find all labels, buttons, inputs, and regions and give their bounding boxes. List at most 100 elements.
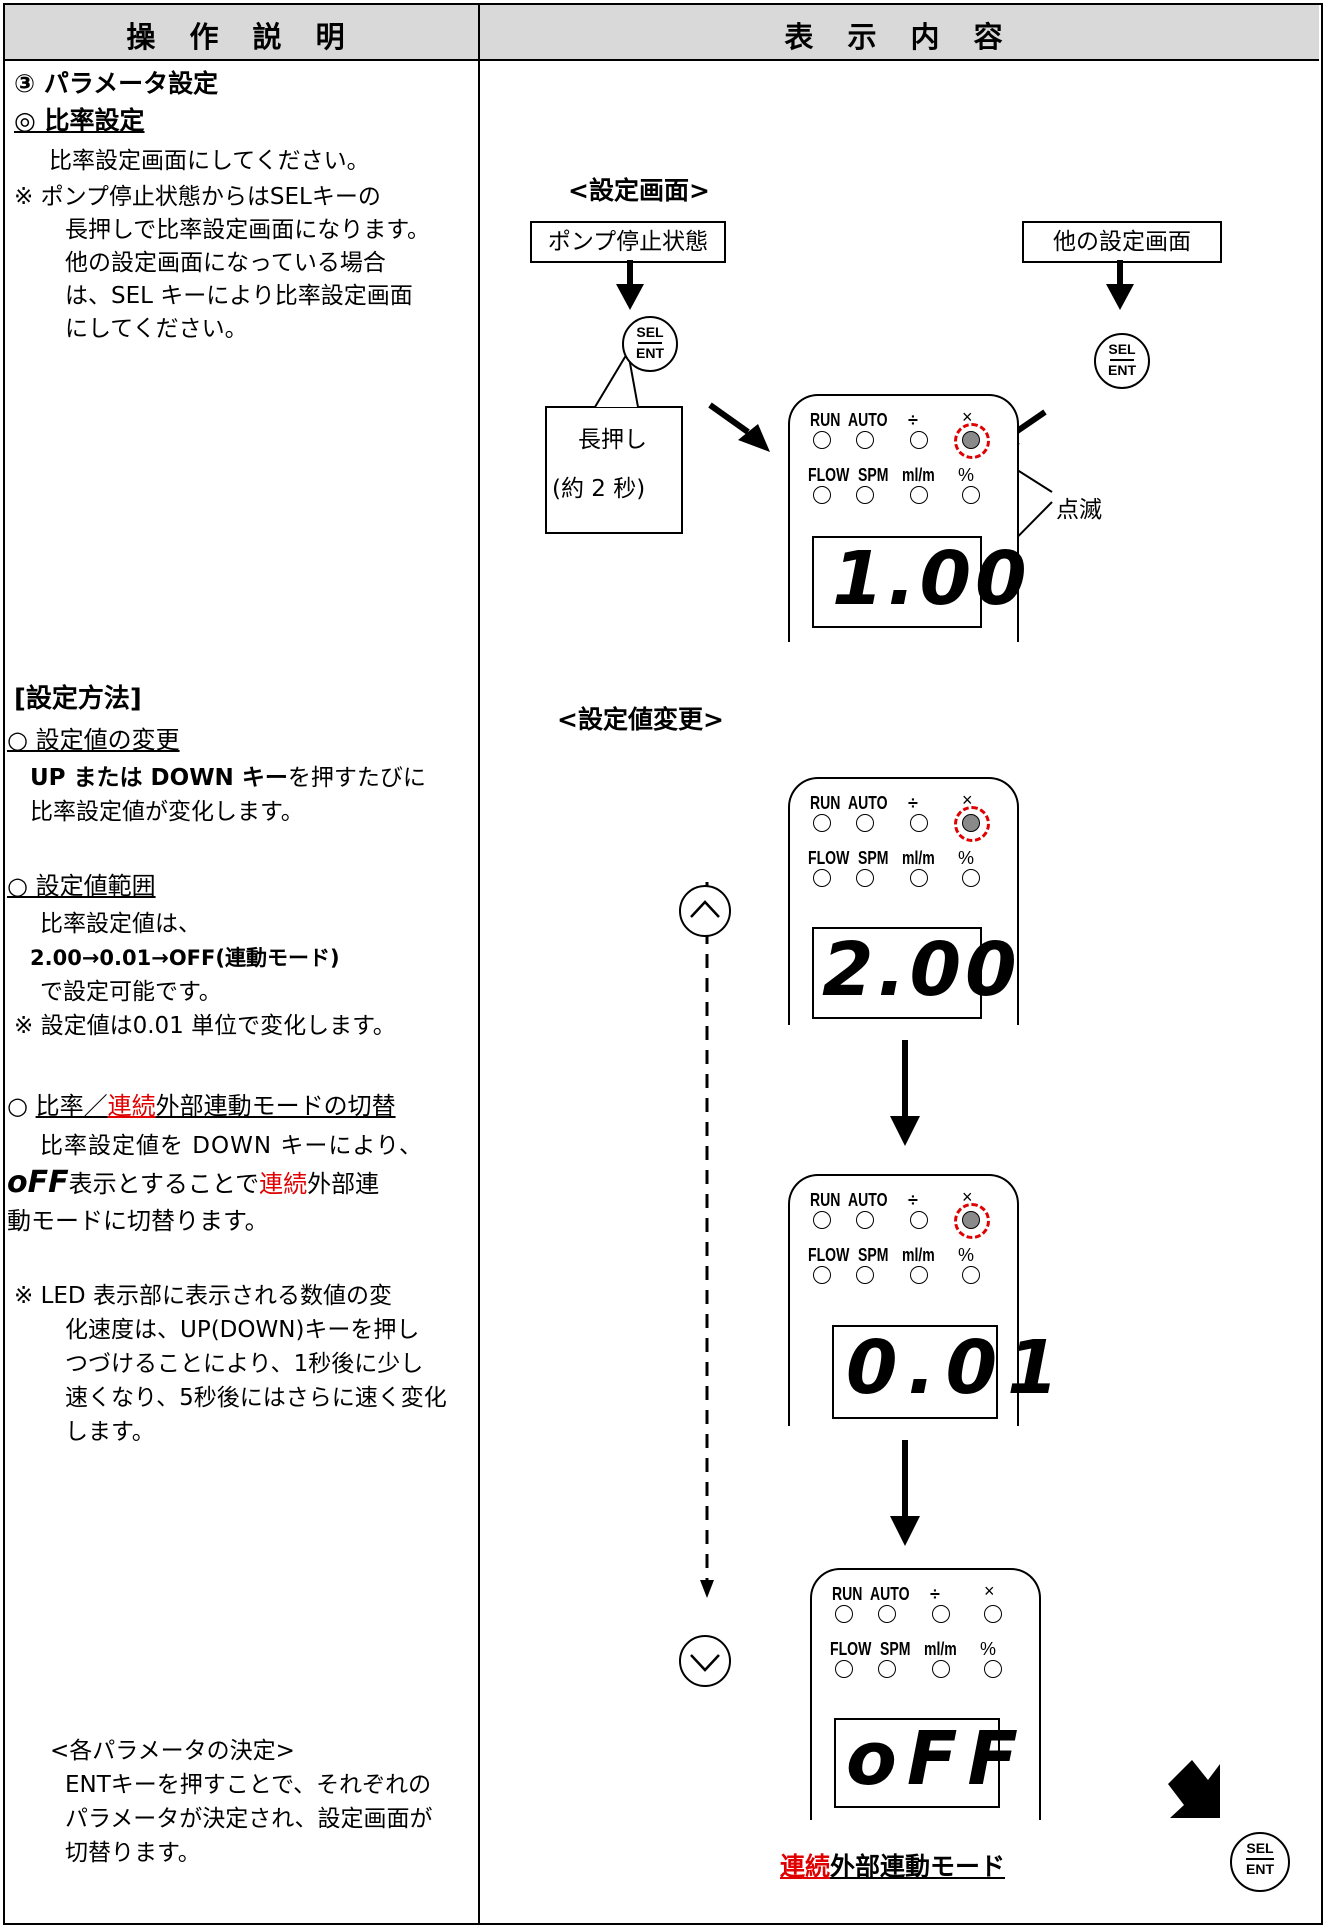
dashed-arrow <box>700 882 714 1598</box>
setting-screen-title: <設定画面> <box>568 176 710 205</box>
label-auto: AUTO <box>848 1190 888 1210</box>
key-top-label: SEL <box>636 324 664 340</box>
change-desc-line2: 比率設定値が変化します。 <box>30 799 304 825</box>
led-run <box>813 1211 831 1229</box>
switch-title-b: 外部連動モードの切替 <box>155 1092 396 1120</box>
led-auto <box>878 1605 896 1623</box>
switch-title-bullet: ○ <box>7 1092 36 1120</box>
led-spm <box>856 1266 874 1284</box>
blink-indicator <box>954 1203 990 1239</box>
display-4: oFF <box>834 1716 1018 1808</box>
blink-label: 点滅 <box>1056 497 1102 523</box>
led-mlm <box>932 1660 950 1678</box>
led-note-line4: 速くなり、5秒後にはさらに速く変化 <box>65 1385 447 1411</box>
label-multiply: × <box>984 1581 995 1601</box>
down-key[interactable] <box>679 1635 731 1687</box>
label-spm: SPM <box>858 848 889 868</box>
led-spm <box>856 869 874 887</box>
label-divide: ÷ <box>908 793 918 813</box>
led-flow <box>835 1660 853 1678</box>
note1-line5: にしてください。 <box>65 316 248 342</box>
column-divider <box>478 3 480 1923</box>
led-auto <box>856 1211 874 1229</box>
label-spm: SPM <box>858 465 889 485</box>
led-mlm <box>910 1266 928 1284</box>
label-divide: ÷ <box>908 410 918 430</box>
label-percent: % <box>958 848 975 868</box>
label-percent: % <box>958 465 975 485</box>
long-press-callout <box>545 406 683 534</box>
sel-ent-key-left[interactable]: SEL ENT <box>622 316 678 372</box>
note1-line4: は、SEL キーにより比率設定画面 <box>65 283 413 309</box>
led-run <box>813 814 831 832</box>
label-flow: FLOW <box>808 465 850 485</box>
display-1-value: 1.00 <box>832 536 1031 622</box>
decide-desc-line2: パラメータが決定され、設定画面が <box>65 1806 433 1832</box>
label-flow: FLOW <box>808 1245 850 1265</box>
chevron-up-icon <box>690 900 720 918</box>
change-desc-bold: UP または DOWN キー <box>30 765 288 791</box>
label-multiply: × <box>962 1187 973 1207</box>
sel-ent-key-enter[interactable]: SEL ENT <box>1230 1832 1290 1892</box>
led-multiply <box>984 1605 1002 1623</box>
display-4-value: oFF <box>846 1716 1028 1802</box>
subsection-title: ◎ 比率設定 <box>14 106 145 135</box>
led-divide <box>910 1211 928 1229</box>
label-flow: FLOW <box>830 1639 872 1659</box>
chevron-down-icon <box>690 1654 720 1672</box>
led-auto <box>856 431 874 449</box>
decide-title: <各パラメータの決定> <box>50 1738 295 1764</box>
method-title: [設定方法] <box>14 684 142 714</box>
mode-label-red: 連続 <box>780 1852 831 1881</box>
switch-title-a: 比率／ <box>35 1092 108 1120</box>
off-glyph: oFF <box>7 1165 69 1200</box>
label-mlm: ml/m <box>902 465 935 485</box>
label-spm: SPM <box>858 1245 889 1265</box>
label-flow: FLOW <box>808 848 850 868</box>
display-2: 2.00 <box>812 927 1017 1019</box>
led-note-line2: 化速度は、UP(DOWN)キーを押し <box>65 1317 420 1343</box>
range-desc2: 2.00→0.01→OFF(連動モード) <box>30 946 340 970</box>
led-percent <box>984 1660 1002 1678</box>
long-press-time: (約 2 秒) <box>552 476 646 502</box>
note1-line1: ※ ポンプ停止状態からはSELキーの <box>14 184 381 210</box>
led-note-line3: つづけることにより、1秒後に少し <box>65 1351 424 1377</box>
key-bottom-label: ENT <box>1246 1861 1274 1877</box>
change-title: ○ 設定値の変更 <box>7 726 180 754</box>
led-mlm <box>910 486 928 504</box>
label-multiply: × <box>962 407 973 427</box>
arrow-left-to-panel <box>708 402 770 452</box>
label-mlm: ml/m <box>902 1245 935 1265</box>
intro-text: 比率設定画面にしてください。 <box>49 148 370 174</box>
arrow-down-2 <box>890 1440 920 1546</box>
mode-label-rest: 外部連動モード <box>830 1852 1006 1881</box>
table-frame <box>3 3 1323 1925</box>
switch-title: ○ 比率／連続外部連動モードの切替 <box>7 1091 396 1121</box>
led-spm <box>878 1660 896 1678</box>
diagram-lines <box>594 260 1220 1818</box>
change-section-title: <設定値変更> <box>557 705 724 734</box>
arrow-other-down <box>1106 260 1134 310</box>
label-run: RUN <box>810 1190 841 1210</box>
key-top-label: SEL <box>1108 341 1136 357</box>
led-spm <box>856 486 874 504</box>
led-note-line5: します。 <box>65 1419 155 1445</box>
pump-stop-box: ポンプ停止状態 <box>530 221 726 263</box>
up-key[interactable] <box>679 885 731 937</box>
display-3-value: 0.01 <box>846 1325 1069 1411</box>
mode-label: 連続外部連動モード <box>780 1852 1005 1882</box>
range-note: ※ 設定値は0.01 単位で変化します。 <box>14 1013 396 1039</box>
label-run: RUN <box>810 410 841 430</box>
switch-title-red: 連続 <box>107 1092 156 1120</box>
other-screen-box: 他の設定画面 <box>1022 221 1222 263</box>
label-spm: SPM <box>880 1639 911 1659</box>
key-bottom-label: ENT <box>636 345 664 361</box>
ent-arrow <box>1168 1760 1220 1818</box>
label-auto: AUTO <box>870 1584 910 1604</box>
key-top-label: SEL <box>1246 1840 1274 1856</box>
header-right: 表 示 内 容 <box>784 20 1015 54</box>
switch-desc2a: 表示とすることで <box>68 1170 260 1198</box>
switch-desc3: 動モードに切替ります。 <box>7 1207 269 1235</box>
label-mlm: ml/m <box>902 848 935 868</box>
